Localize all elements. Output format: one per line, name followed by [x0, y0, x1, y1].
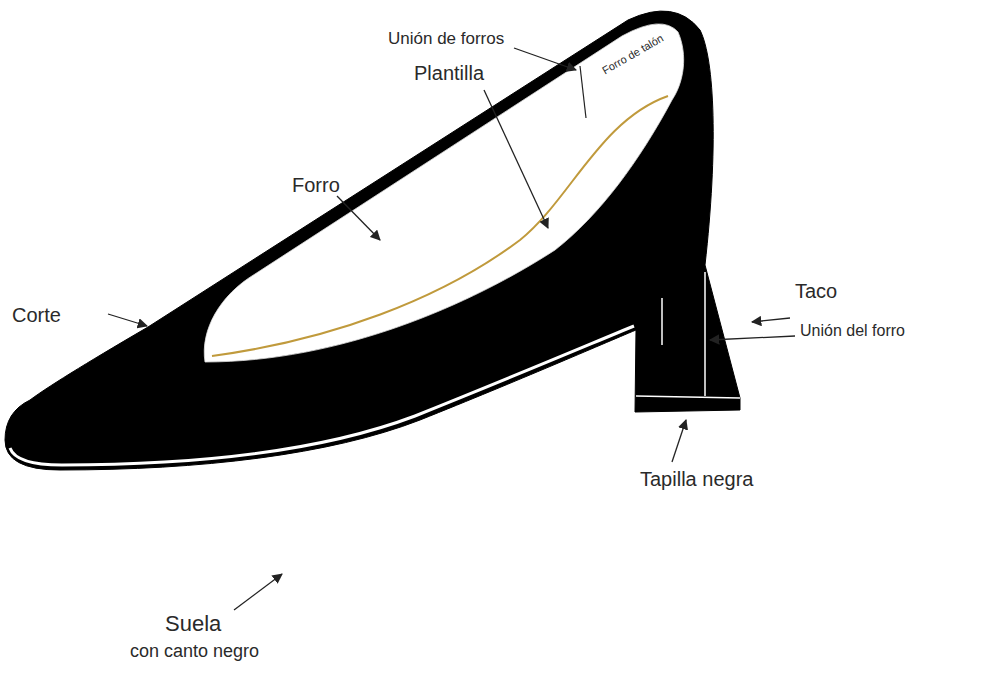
lining-opening [204, 24, 683, 362]
part-label: Taco [795, 280, 837, 302]
leader-line [484, 90, 548, 228]
shoe-upper [5, 11, 740, 470]
part-label: Plantilla [414, 62, 484, 84]
part-label: con canto negro [130, 642, 259, 662]
lining-joint [580, 66, 586, 118]
leader-line [337, 196, 380, 240]
part-label: Forro de talón [600, 32, 665, 77]
heel-lining-joint [704, 272, 706, 396]
leader-lines [108, 48, 795, 610]
leader-line [672, 420, 686, 462]
part-label: Forro [292, 174, 340, 196]
leader-line [514, 48, 576, 70]
top-piece-line [636, 396, 740, 398]
sole-line [10, 326, 634, 465]
leader-line [710, 336, 795, 340]
insole-line [212, 96, 668, 356]
part-label: Corte [12, 304, 61, 326]
leader-line [234, 574, 282, 610]
leader-line [752, 318, 790, 322]
part-label: Unión del forro [800, 322, 905, 340]
heel-front-line [661, 298, 663, 345]
part-label: Unión de forros [388, 30, 504, 49]
part-label: Tapilla negra [640, 468, 753, 490]
leader-line [108, 314, 147, 326]
part-label: Suela [165, 612, 221, 636]
